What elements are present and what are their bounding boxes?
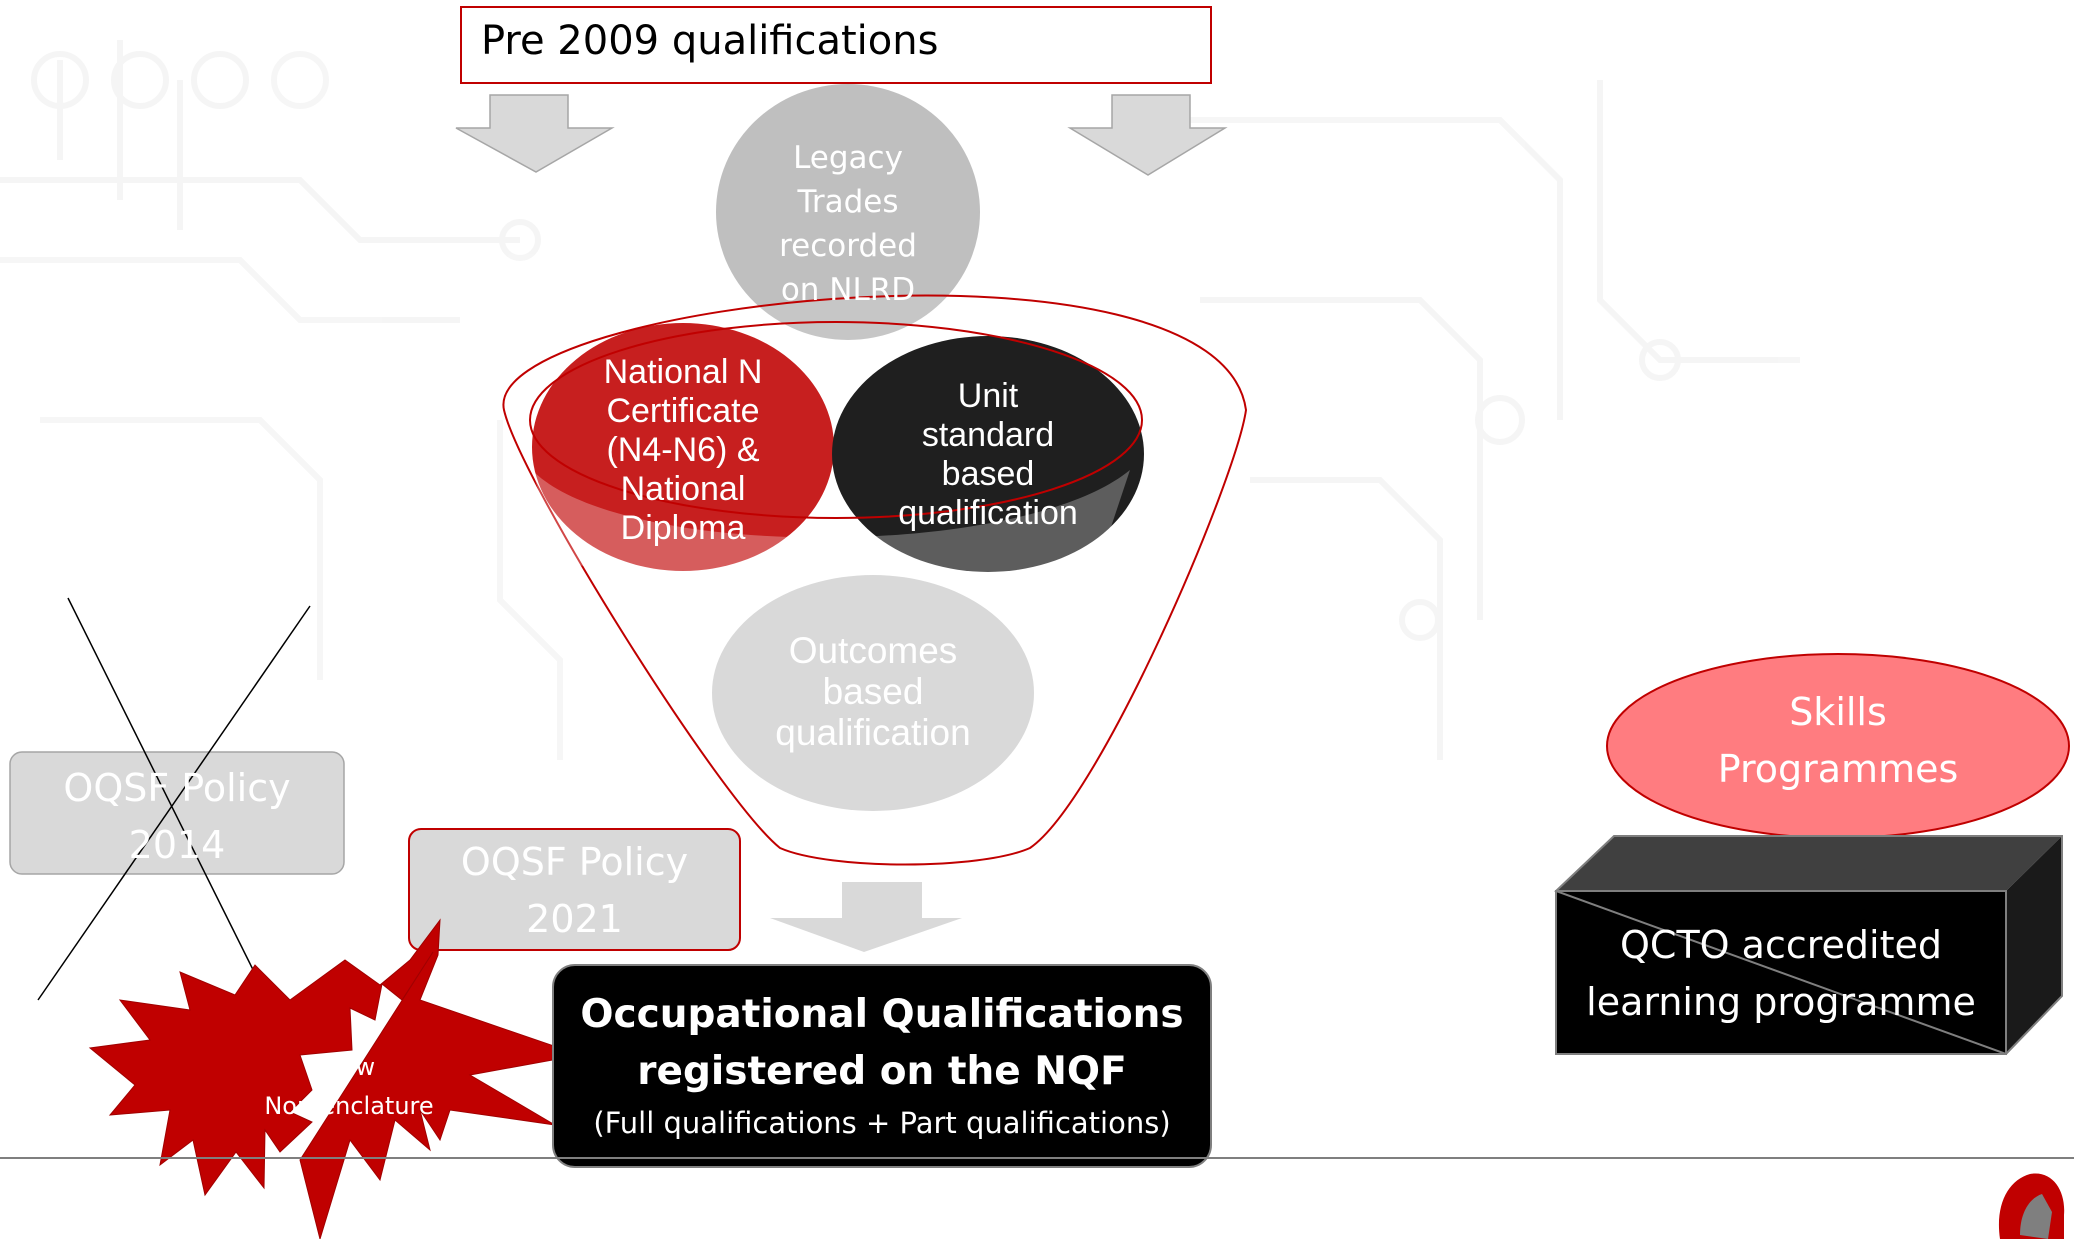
- result-subtitle: (Full qualifications + Part qualificatio…: [593, 1106, 1171, 1140]
- result-box: [552, 964, 1212, 1168]
- cross-line-2: [37, 605, 311, 1001]
- qcto-text: QCTO accredited learning programme: [1586, 923, 1976, 1024]
- unit-standard-circle: [832, 336, 1144, 572]
- down-arrow-center: [770, 882, 962, 952]
- oqsf-2014-box: [9, 751, 345, 875]
- circuit-background: [0, 40, 1800, 760]
- skills-programmes-text: Skills Programmes: [1717, 690, 1959, 791]
- legacy-trades-text: Legacy Trades recorded on NLRD: [779, 140, 917, 308]
- unit-standard-text: Unit standard based qualification: [898, 377, 1078, 532]
- result-title: Occupational Qualifications registered o…: [580, 992, 1184, 1094]
- outcomes-circle: [712, 575, 1034, 811]
- oqsf-2021-text: OQSF Policy 2021: [460, 840, 689, 941]
- funnel-overlay: [532, 470, 1130, 590]
- oqsf-2021-box: [408, 828, 741, 951]
- national-n-text: National N Certificate (N4-N6) & Nationa…: [603, 353, 763, 547]
- down-arrow-right: [1067, 94, 1228, 176]
- oqsf-2014-text: OQSF Policy 2014: [63, 766, 291, 867]
- pre2009-label: Pre 2009 qualifications: [481, 18, 939, 64]
- funnel-rim: [529, 321, 1143, 519]
- cube-side: [2006, 836, 2062, 1054]
- cube-top: [1556, 836, 2062, 891]
- cube-outline: [1554, 835, 2063, 1056]
- new-nomenclature-starburst: [88, 918, 582, 1239]
- cross-line-1: [67, 597, 284, 1031]
- new-nomenclature-text: New Nomenclature: [264, 1053, 434, 1120]
- legacy-trades-circle: [716, 84, 980, 340]
- down-arrow-left: [455, 94, 615, 173]
- national-n-circle: [532, 323, 834, 571]
- outcomes-based-text: Outcomes based qualification: [775, 630, 971, 753]
- pre2009-box: [460, 6, 1212, 84]
- logo-hand-icon: [1998, 1173, 2065, 1239]
